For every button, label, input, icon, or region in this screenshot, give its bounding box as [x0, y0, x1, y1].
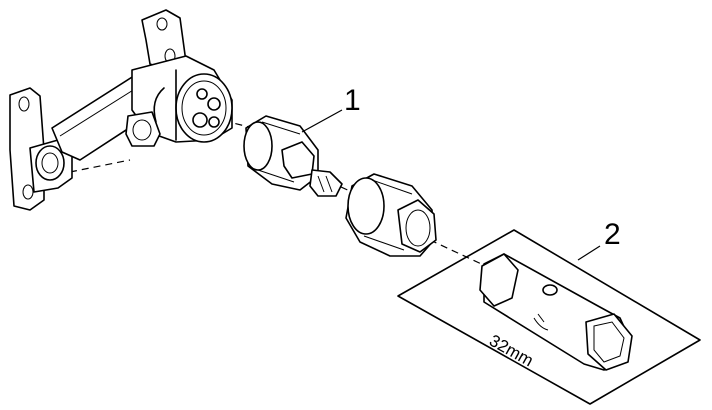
callout-1-label: 1 — [344, 84, 361, 117]
cartridge-part — [243, 115, 343, 197]
socket-tool-part — [479, 253, 633, 371]
tool-tray — [397, 229, 701, 405]
callout-2-label: 2 — [604, 218, 621, 251]
leader-lines — [301, 109, 601, 261]
valve-body — [9, 9, 233, 211]
bonnet-nut-part — [345, 173, 437, 257]
tool-size-label: 32mm — [486, 331, 537, 371]
